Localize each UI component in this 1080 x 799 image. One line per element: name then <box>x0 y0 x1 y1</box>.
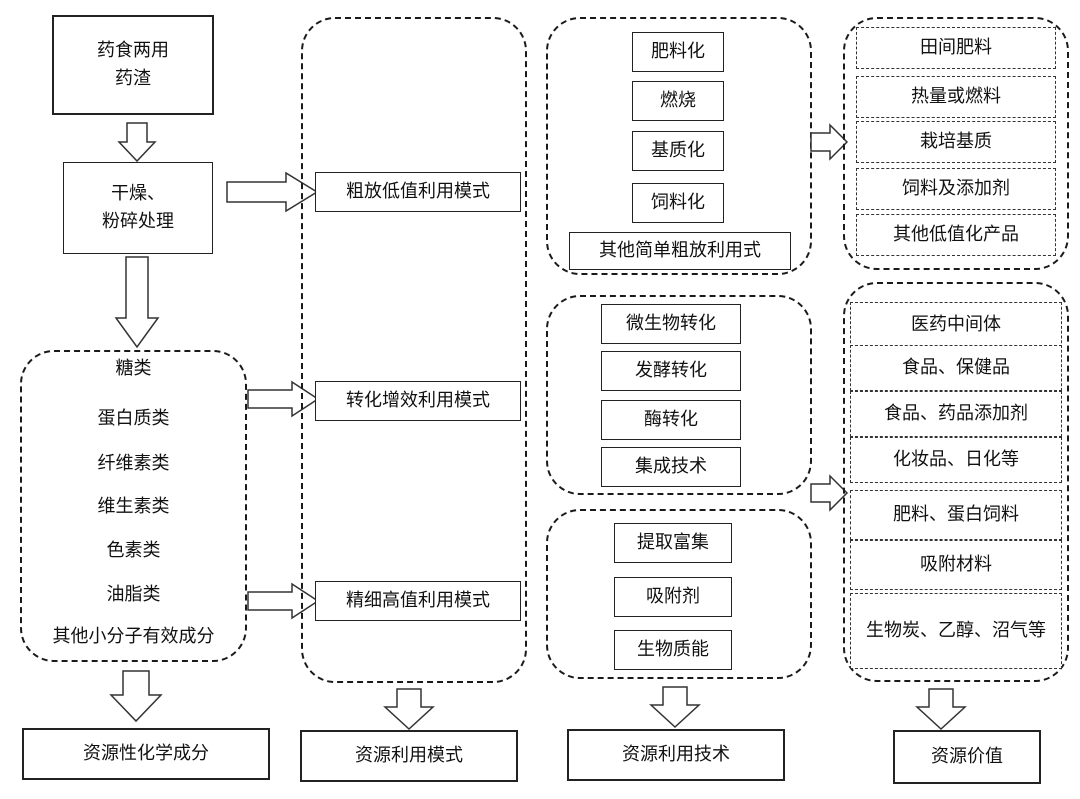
arrow-down-col4-footer <box>915 688 967 731</box>
footer-resource-value: 资源价值 <box>893 730 1041 784</box>
mode-extensive-low-value: 粗放低值利用模式 <box>315 172 521 212</box>
footer-utilization-mode: 资源利用模式 <box>300 730 518 782</box>
tech-fertilizer: 肥料化 <box>632 32 724 72</box>
value-heat-fuel: 热量或燃料 <box>856 76 1056 118</box>
footer-chemical-components: 资源性化学成分 <box>22 728 270 780</box>
value-food-health: 食品、保健品 <box>850 345 1062 391</box>
arrow-down-process-to-components <box>114 256 160 349</box>
value-adsorbent-material: 吸附材料 <box>850 540 1062 590</box>
arrow-down-source-to-process <box>117 122 157 163</box>
tech-microbial: 微生物转化 <box>601 304 741 344</box>
components-group: 糖类 蛋白质类 纤维素类 维生素类 色素类 油脂类 其他小分子有效成分 <box>20 350 247 662</box>
footer-utilization-tech: 资源利用技术 <box>567 729 785 781</box>
arrow-right-to-value-1 <box>810 123 849 161</box>
tech-enzyme: 酶转化 <box>601 400 741 440</box>
arrow-down-col3-footer <box>649 686 701 729</box>
mode-conversion-efficiency: 转化增效利用模式 <box>315 381 521 421</box>
value-fertilizer-protein-feed: 肥料、蛋白饲料 <box>850 490 1062 540</box>
process-box: 干燥、 粉碎处理 <box>63 162 213 254</box>
value-food-drug-additive: 食品、药品添加剂 <box>850 391 1062 437</box>
component-item: 其他小分子有效成分 <box>52 626 215 647</box>
mode-fine-high-value: 精细高值利用模式 <box>315 581 521 621</box>
arrow-down-col1-footer <box>109 670 163 723</box>
component-item: 色素类 <box>106 540 161 561</box>
tech-extraction: 提取富集 <box>614 523 732 563</box>
tech-other-simple: 其他简单粗放利用式 <box>569 232 791 270</box>
value-cultivation-substrate: 栽培基质 <box>856 121 1056 163</box>
value-group-1 <box>843 17 1069 270</box>
value-field-fertilizer: 田间肥料 <box>856 27 1056 69</box>
value-group-2 <box>843 282 1069 682</box>
modes-group <box>301 17 527 683</box>
tech-combustion: 燃烧 <box>632 81 724 121</box>
component-item: 糖类 <box>115 358 152 379</box>
value-cosmetics: 化妆品、日化等 <box>850 437 1062 483</box>
component-item: 蛋白质类 <box>97 408 170 429</box>
arrow-right-to-value-2 <box>810 474 849 512</box>
value-biochar-ethanol-biogas: 生物炭、乙醇、沼气等 <box>850 593 1062 669</box>
tech-group-2 <box>546 295 812 495</box>
component-item: 纤维素类 <box>97 453 170 474</box>
component-item: 维生素类 <box>97 496 170 517</box>
tech-adsorbent: 吸附剂 <box>614 577 732 617</box>
arrow-right-to-mode-2 <box>247 380 320 418</box>
tech-integrated: 集成技术 <box>601 447 741 487</box>
value-feed-additive: 饲料及添加剂 <box>856 168 1056 210</box>
arrow-right-to-mode-3 <box>247 582 320 620</box>
tech-bioenergy: 生物质能 <box>614 630 732 670</box>
component-item: 油脂类 <box>106 584 161 605</box>
tech-group-3 <box>546 509 812 679</box>
value-pharma-intermediate: 医药中间体 <box>850 302 1062 348</box>
tech-fermentation: 发酵转化 <box>601 351 741 391</box>
arrow-down-col2-footer <box>383 688 435 731</box>
source-box: 药食两用 药渣 <box>52 15 214 115</box>
tech-feed: 饲料化 <box>632 183 724 223</box>
tech-substrate: 基质化 <box>632 131 724 171</box>
value-other-low-value: 其他低值化产品 <box>856 214 1056 256</box>
